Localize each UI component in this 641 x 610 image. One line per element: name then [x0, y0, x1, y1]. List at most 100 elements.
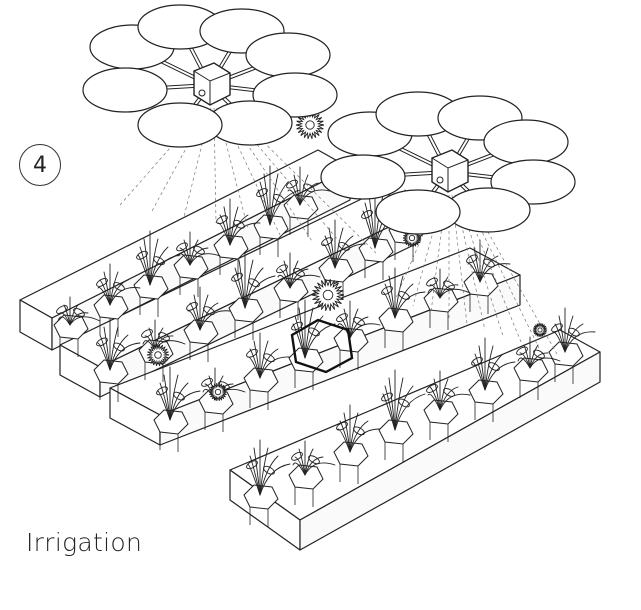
- plant-leaf: [192, 245, 205, 256]
- plant-leaf: [380, 391, 393, 402]
- plant-stem: [299, 308, 305, 358]
- plant-stem: [473, 362, 485, 390]
- plant-stem: [344, 413, 350, 452]
- plant-stem: [385, 386, 395, 430]
- drone-left-rotor: [138, 103, 222, 147]
- plant-leaf: [232, 219, 245, 230]
- plant-stem: [300, 175, 308, 205]
- plant-stem: [295, 316, 305, 358]
- plant-stem: [110, 335, 128, 370]
- plant-leaf: [135, 250, 148, 261]
- plant-stem: [170, 383, 188, 420]
- plant-stem: [58, 317, 70, 325]
- plant-stem: [260, 341, 268, 378]
- drone-right-rotor: [484, 120, 568, 164]
- plant-stem: [363, 211, 375, 248]
- plant-leaf: [302, 182, 315, 193]
- plant-leaf: [290, 321, 303, 332]
- plant-leaf: [352, 425, 365, 436]
- plant-stem: [395, 292, 425, 318]
- plant-leaf: [230, 272, 243, 283]
- plant-leaf: [262, 352, 275, 363]
- plant-stem: [335, 244, 365, 268]
- plant-leaf: [482, 258, 495, 269]
- plant-stem: [110, 327, 118, 370]
- plant-stem: [389, 276, 395, 318]
- plant-stem: [474, 248, 480, 282]
- plant-stem: [518, 358, 530, 368]
- plant-stem: [190, 240, 198, 265]
- plant-stem: [383, 292, 395, 318]
- plant-stem: [250, 456, 260, 495]
- plant-stem: [395, 276, 403, 318]
- plant-stem: [164, 375, 170, 420]
- plant-stem: [299, 449, 305, 475]
- plant-stem: [270, 182, 288, 225]
- spiky-flower-center: [215, 389, 220, 394]
- plant-stem: [230, 215, 248, 245]
- plant-stem: [254, 341, 260, 378]
- plant-leaf: [465, 253, 478, 264]
- plant-stem: [329, 228, 335, 268]
- plant-stem: [98, 287, 110, 305]
- plant-stem: [260, 182, 270, 225]
- plant-stem: [389, 378, 395, 430]
- caption-title: Irrigation: [26, 528, 143, 557]
- plant-stem: [340, 421, 350, 452]
- plant-stem: [158, 391, 170, 420]
- drone-right: [321, 92, 575, 234]
- plant-stem: [188, 311, 200, 330]
- plant-stem: [200, 295, 208, 330]
- planter-row-front: [230, 330, 600, 550]
- plant-stem: [470, 256, 480, 282]
- plant-stem: [150, 239, 158, 285]
- plant-stem: [218, 223, 230, 245]
- plant-stem: [565, 324, 583, 352]
- plant-stem: [178, 254, 190, 265]
- plant-stem: [440, 387, 458, 410]
- drone-right-rotor: [321, 155, 405, 199]
- plant-leaf: [320, 236, 333, 247]
- drone-left-nozzle: [199, 90, 205, 96]
- plant-stem: [280, 269, 290, 288]
- plant-stem: [365, 203, 375, 248]
- plant-leaf: [112, 281, 125, 292]
- plant-stem: [335, 228, 343, 268]
- plant-stem: [430, 285, 440, 298]
- plant-stem: [104, 327, 110, 370]
- plant-stem: [295, 457, 305, 475]
- plant-stem: [293, 463, 305, 475]
- plant-leaf: [172, 391, 185, 402]
- spiky-flower-center: [323, 290, 333, 300]
- plant-stem: [260, 357, 290, 378]
- plant-stem: [70, 305, 78, 325]
- plant-stem: [110, 272, 118, 305]
- plant-stem: [428, 394, 440, 410]
- plant-leaf: [550, 322, 563, 333]
- plant-leaf: [397, 397, 410, 408]
- step-number: 4: [33, 152, 47, 178]
- plant-leaf: [255, 187, 268, 198]
- drone-left: [83, 5, 337, 147]
- plant-stem: [395, 394, 425, 430]
- plant-leaf: [487, 361, 500, 372]
- plant-leaf: [140, 328, 153, 339]
- plant-stem: [184, 240, 190, 265]
- plant-stem: [98, 343, 110, 370]
- plant-leaf: [532, 348, 545, 359]
- plant-stem: [245, 276, 275, 308]
- plant-stem: [110, 343, 140, 370]
- plant-stem: [395, 284, 413, 318]
- spiky-flower-center: [155, 352, 162, 359]
- plant-leaf: [425, 276, 438, 287]
- plant-leaf: [380, 285, 393, 296]
- plant-leaf: [200, 377, 213, 388]
- plant-stem: [260, 349, 278, 378]
- plant-leaf: [425, 383, 438, 394]
- plant-stem: [150, 247, 168, 285]
- plant-stem: [170, 391, 200, 420]
- plant-stem: [180, 248, 190, 265]
- plant-stem: [290, 261, 298, 288]
- plant-stem: [233, 276, 245, 308]
- plant-stem: [305, 316, 323, 358]
